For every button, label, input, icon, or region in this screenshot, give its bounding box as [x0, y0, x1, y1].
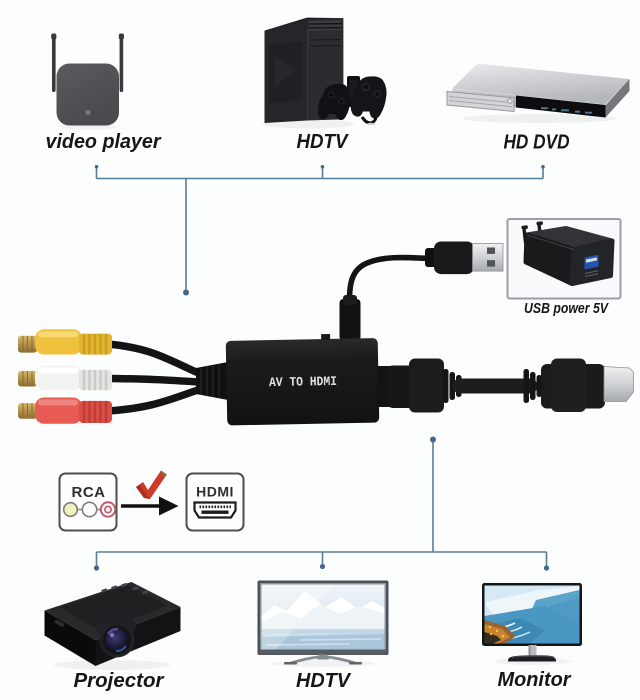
svg-text:AV TO HDMI: AV TO HDMI [269, 374, 337, 390]
svg-text:HD DVD: HD DVD [504, 132, 570, 154]
svg-text:HDTV: HDTV [296, 669, 352, 692]
svg-text:USB power 5V: USB power 5V [524, 301, 609, 317]
svg-text:HDMI: HDMI [196, 484, 234, 500]
svg-text:RCA: RCA [72, 484, 106, 501]
svg-text:video player: video player [46, 130, 162, 153]
svg-text:HDTV: HDTV [297, 131, 350, 153]
svg-text:Projector: Projector [74, 669, 165, 692]
svg-text:Monitor: Monitor [498, 668, 572, 691]
